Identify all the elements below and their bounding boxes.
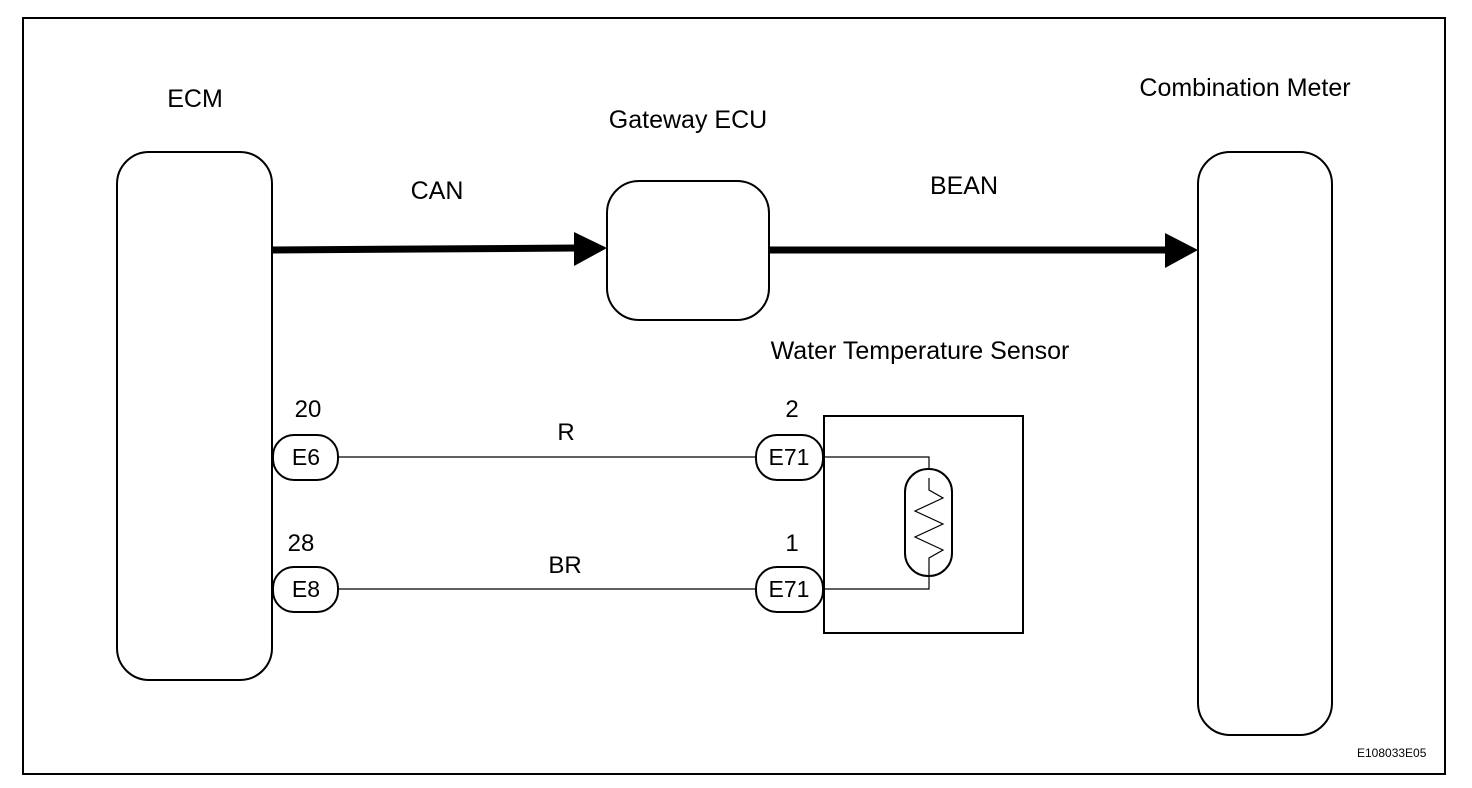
sensor-pin-1: 1 bbox=[785, 530, 799, 557]
wire-color-br: BR bbox=[548, 552, 582, 579]
ecm-connector-e8-label: E8 bbox=[291, 576, 321, 602]
combination-meter-block bbox=[1197, 151, 1333, 736]
sensor-connector-e71-upper-label: E71 bbox=[768, 444, 810, 470]
bean-bus-label: BEAN bbox=[929, 172, 999, 200]
combination-meter-label: Combination Meter bbox=[1139, 74, 1351, 102]
ecm-label: ECM bbox=[167, 85, 223, 113]
can-bus-label: CAN bbox=[410, 177, 464, 205]
bean-bus-arrow bbox=[769, 233, 1198, 268]
wire-color-r: R bbox=[557, 419, 575, 446]
sensor-pin-2: 2 bbox=[785, 396, 799, 423]
ecm-pin-28: 28 bbox=[287, 530, 315, 557]
ecm-block bbox=[116, 151, 273, 681]
ecm-connector-e6 bbox=[272, 434, 339, 481]
can-bus-arrow bbox=[271, 232, 607, 266]
ecm-pin-20: 20 bbox=[294, 396, 322, 423]
water-temperature-sensor-label: Water Temperature Sensor bbox=[770, 337, 1070, 365]
figure-reference: E108033E05 bbox=[1357, 746, 1427, 760]
gateway-ecu-label: Gateway ECU bbox=[608, 106, 768, 134]
sensor-connector-e71-lower-label: E71 bbox=[768, 576, 810, 602]
ecm-connector-e6-label: E6 bbox=[291, 444, 321, 470]
thermistor-icon bbox=[904, 468, 953, 577]
gateway-ecu-block bbox=[606, 180, 770, 321]
ecm-connector-e8 bbox=[272, 566, 339, 613]
diagram-frame bbox=[22, 17, 1446, 775]
